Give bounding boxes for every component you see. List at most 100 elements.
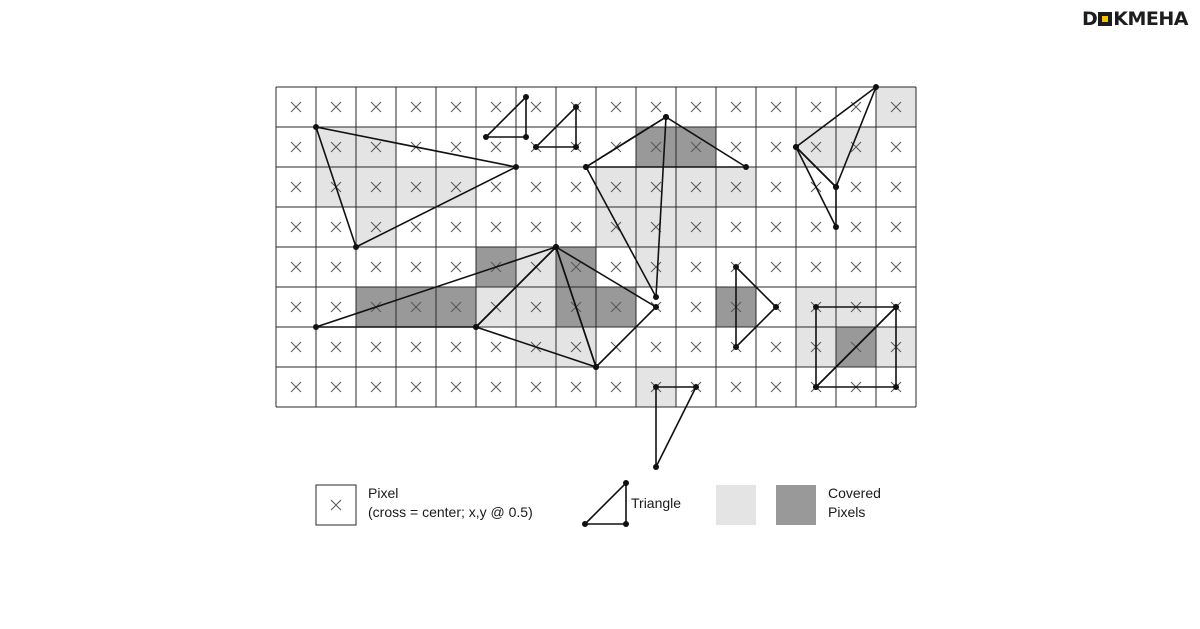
triangle bbox=[585, 116, 667, 298]
pixel-center-cross bbox=[490, 221, 502, 233]
triangle bbox=[815, 306, 897, 388]
logo-square-icon bbox=[1098, 12, 1113, 26]
pixel-center-cross bbox=[290, 301, 302, 313]
pixel-center-cross bbox=[490, 141, 502, 153]
legend-pixel-title: Pixel bbox=[368, 485, 399, 501]
pixel-center-cross bbox=[530, 221, 542, 233]
triangle-vertex bbox=[313, 124, 319, 130]
legend-pixel-note: (cross = center; x,y @ 0.5) bbox=[368, 504, 533, 520]
pixel-center-cross bbox=[610, 261, 622, 273]
pixel-center-cross bbox=[810, 101, 822, 113]
triangle-vertex bbox=[513, 164, 519, 170]
triangle-vertex bbox=[873, 84, 879, 90]
pixel-center-cross bbox=[730, 141, 742, 153]
legend-pixel-label: Pixel (cross = center; x,y @ 0.5) bbox=[368, 484, 533, 522]
pixel-center-cross bbox=[610, 381, 622, 393]
pixel-center-cross bbox=[770, 261, 782, 273]
triangle bbox=[535, 106, 577, 148]
triangle-vertex bbox=[733, 264, 739, 270]
pixel-center-cross bbox=[770, 381, 782, 393]
triangle-vertex bbox=[483, 134, 489, 140]
triangle-vertex bbox=[593, 364, 599, 370]
pixel-center-cross bbox=[330, 341, 342, 353]
pixel-center-cross bbox=[530, 101, 542, 113]
pixel-center-cross bbox=[450, 221, 462, 233]
pixel-center-cross bbox=[490, 381, 502, 393]
triangle-vertex bbox=[573, 144, 579, 150]
pixel-center-cross bbox=[770, 181, 782, 193]
legend-covered-line2: Pixels bbox=[828, 504, 866, 520]
pixel-center-cross bbox=[690, 221, 702, 233]
pixel-center-cross bbox=[610, 181, 622, 193]
legend-covered-swatch bbox=[776, 485, 816, 525]
triangle-vertex bbox=[833, 184, 839, 190]
pixel-center-cross bbox=[850, 221, 862, 233]
triangle bbox=[315, 126, 517, 248]
pixel-center-cross bbox=[570, 341, 582, 353]
pixel-center-cross bbox=[690, 261, 702, 273]
pixel-center-cross bbox=[690, 141, 702, 153]
pixel-center-cross bbox=[410, 381, 422, 393]
pixel-center-cross bbox=[490, 341, 502, 353]
triangle-vertex bbox=[733, 344, 739, 350]
legend-triangle-swatch bbox=[583, 481, 627, 525]
pixel-center-cross bbox=[530, 181, 542, 193]
pixel-center-cross bbox=[650, 141, 662, 153]
pixel-center-cross bbox=[570, 381, 582, 393]
triangle-vertex bbox=[523, 94, 529, 100]
triangle bbox=[735, 266, 777, 348]
legend-triangle-vertex bbox=[582, 521, 588, 527]
triangle-vertex bbox=[693, 384, 699, 390]
triangle-vertex bbox=[573, 104, 579, 110]
triangles-layer bbox=[313, 84, 899, 470]
pixel-center-cross bbox=[610, 301, 622, 313]
triangle-vertex bbox=[833, 224, 839, 230]
triangle-vertex bbox=[523, 134, 529, 140]
pixel-center-cross bbox=[650, 101, 662, 113]
pixel-center-cross bbox=[610, 101, 622, 113]
pixel-center-cross bbox=[450, 381, 462, 393]
pixel-center-cross bbox=[810, 221, 822, 233]
pixel-center-cross bbox=[690, 181, 702, 193]
pixel-center-cross bbox=[290, 181, 302, 193]
pixel-center-cross bbox=[530, 301, 542, 313]
triangle-vertex bbox=[893, 384, 899, 390]
pixel-center-cross bbox=[450, 181, 462, 193]
pixel-center-cross bbox=[410, 261, 422, 273]
triangle bbox=[555, 246, 657, 368]
triangle-vertex bbox=[813, 304, 819, 310]
pixel-center-cross bbox=[850, 181, 862, 193]
pixel-center-cross bbox=[290, 101, 302, 113]
pixel-center-cross bbox=[370, 181, 382, 193]
pixel-center-cross bbox=[330, 261, 342, 273]
pixel-center-cross bbox=[450, 101, 462, 113]
legend-covered-line1: Covered bbox=[828, 485, 881, 501]
pixel-center-cross bbox=[890, 261, 902, 273]
pixel-center-cross bbox=[410, 301, 422, 313]
triangle-vertex bbox=[653, 294, 659, 300]
pixel-center-cross bbox=[450, 261, 462, 273]
pixel-center-cross bbox=[810, 141, 822, 153]
pixel-center-cross bbox=[290, 381, 302, 393]
pixel-center-cross bbox=[330, 101, 342, 113]
pixel-center-cross bbox=[690, 101, 702, 113]
pixel-center-cross bbox=[290, 341, 302, 353]
legend-pixel-swatch bbox=[315, 484, 357, 526]
pixel-center-cross bbox=[490, 181, 502, 193]
legend-graphics bbox=[315, 480, 816, 527]
logo-text-end: KMEHA bbox=[1113, 8, 1188, 30]
pixel-center-cross bbox=[690, 301, 702, 313]
pixel-center-cross bbox=[530, 381, 542, 393]
legend-covered-label: Covered Pixels bbox=[828, 484, 881, 522]
pixel-center-cross bbox=[410, 341, 422, 353]
pixel-center-cross bbox=[410, 221, 422, 233]
pixel-center-cross bbox=[730, 101, 742, 113]
triangle-vertex bbox=[743, 164, 749, 170]
pixel-center-cross bbox=[690, 341, 702, 353]
triangle-vertex bbox=[313, 324, 319, 330]
triangle-vertex bbox=[473, 324, 479, 330]
pixel-center-cross bbox=[290, 221, 302, 233]
